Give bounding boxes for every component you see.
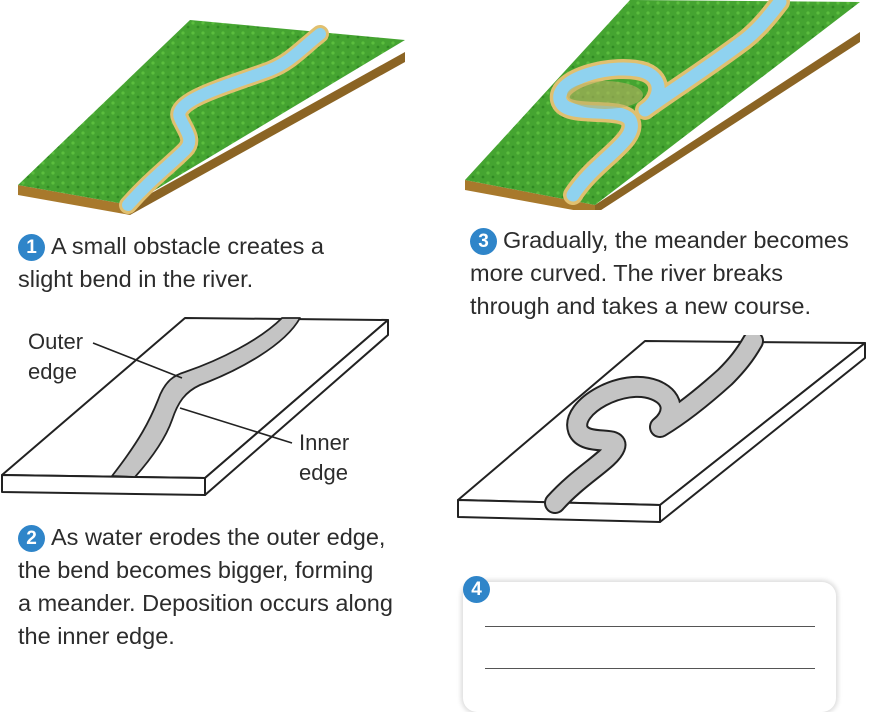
label-inner-edge: Inner edge bbox=[299, 428, 349, 488]
step-number-badge: 3 bbox=[470, 228, 497, 255]
step-4-marker: 4 bbox=[463, 576, 496, 603]
answer-line[interactable] bbox=[485, 626, 815, 627]
step-number-badge: 4 bbox=[463, 576, 490, 603]
step-number-badge: 1 bbox=[18, 234, 45, 261]
step-number-badge: 2 bbox=[18, 525, 45, 552]
illustration-new-course bbox=[455, 0, 875, 210]
caption-step-1: 1A small obstacle creates a slight bend … bbox=[18, 230, 324, 296]
caption-step-2: 2As water erodes the outer edge, the ben… bbox=[18, 521, 393, 653]
illustration-blank-sketch bbox=[455, 335, 875, 535]
answer-card bbox=[463, 582, 836, 712]
answer-line[interactable] bbox=[485, 668, 815, 669]
caption-step-3: 3Gradually, the meander becomes more cur… bbox=[470, 224, 849, 323]
label-outer-edge: Outer edge bbox=[28, 327, 83, 387]
illustration-slight-bend bbox=[0, 0, 420, 215]
